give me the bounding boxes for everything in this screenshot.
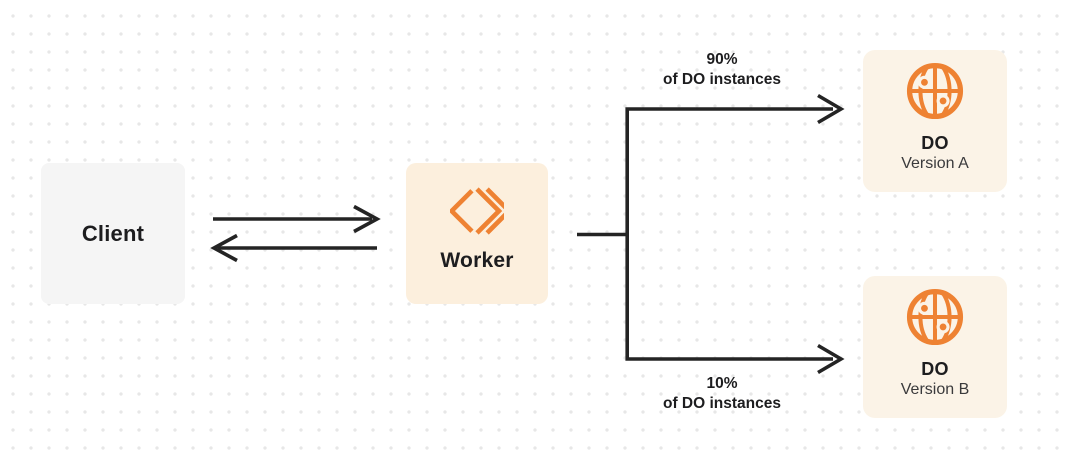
client-label: Client xyxy=(81,220,145,246)
branch-a-caption: of DO instances xyxy=(663,71,781,88)
branch-b-label: 10% of DO instances xyxy=(612,374,832,414)
client-node: Client xyxy=(41,163,185,304)
client-to-worker-arrow xyxy=(213,204,381,234)
worker-label: Worker xyxy=(440,249,514,272)
worker-node: Worker xyxy=(406,163,548,304)
branch-a-percent: 90% xyxy=(706,51,738,68)
globe-icon xyxy=(906,288,964,346)
fork-connector xyxy=(577,107,833,361)
worker-to-client-arrow xyxy=(210,233,377,263)
globe-icon xyxy=(906,62,964,120)
do-b-subtitle: Version B xyxy=(900,381,970,398)
do-b-title: DO xyxy=(921,359,949,379)
workers-logo-icon xyxy=(450,187,504,235)
do-version-a-node: DO Version A xyxy=(863,50,1007,192)
do-version-b-node: DO Version B xyxy=(863,276,1007,418)
branch-b-caption: of DO instances xyxy=(663,395,781,412)
do-a-subtitle: Version A xyxy=(901,155,969,172)
branch-a-label: 90% of DO instances xyxy=(612,50,832,90)
do-a-title: DO xyxy=(921,133,949,153)
branch-a-arrowhead xyxy=(817,93,845,125)
branch-b-percent: 10% xyxy=(706,375,738,392)
branch-b-arrowhead xyxy=(817,343,845,375)
